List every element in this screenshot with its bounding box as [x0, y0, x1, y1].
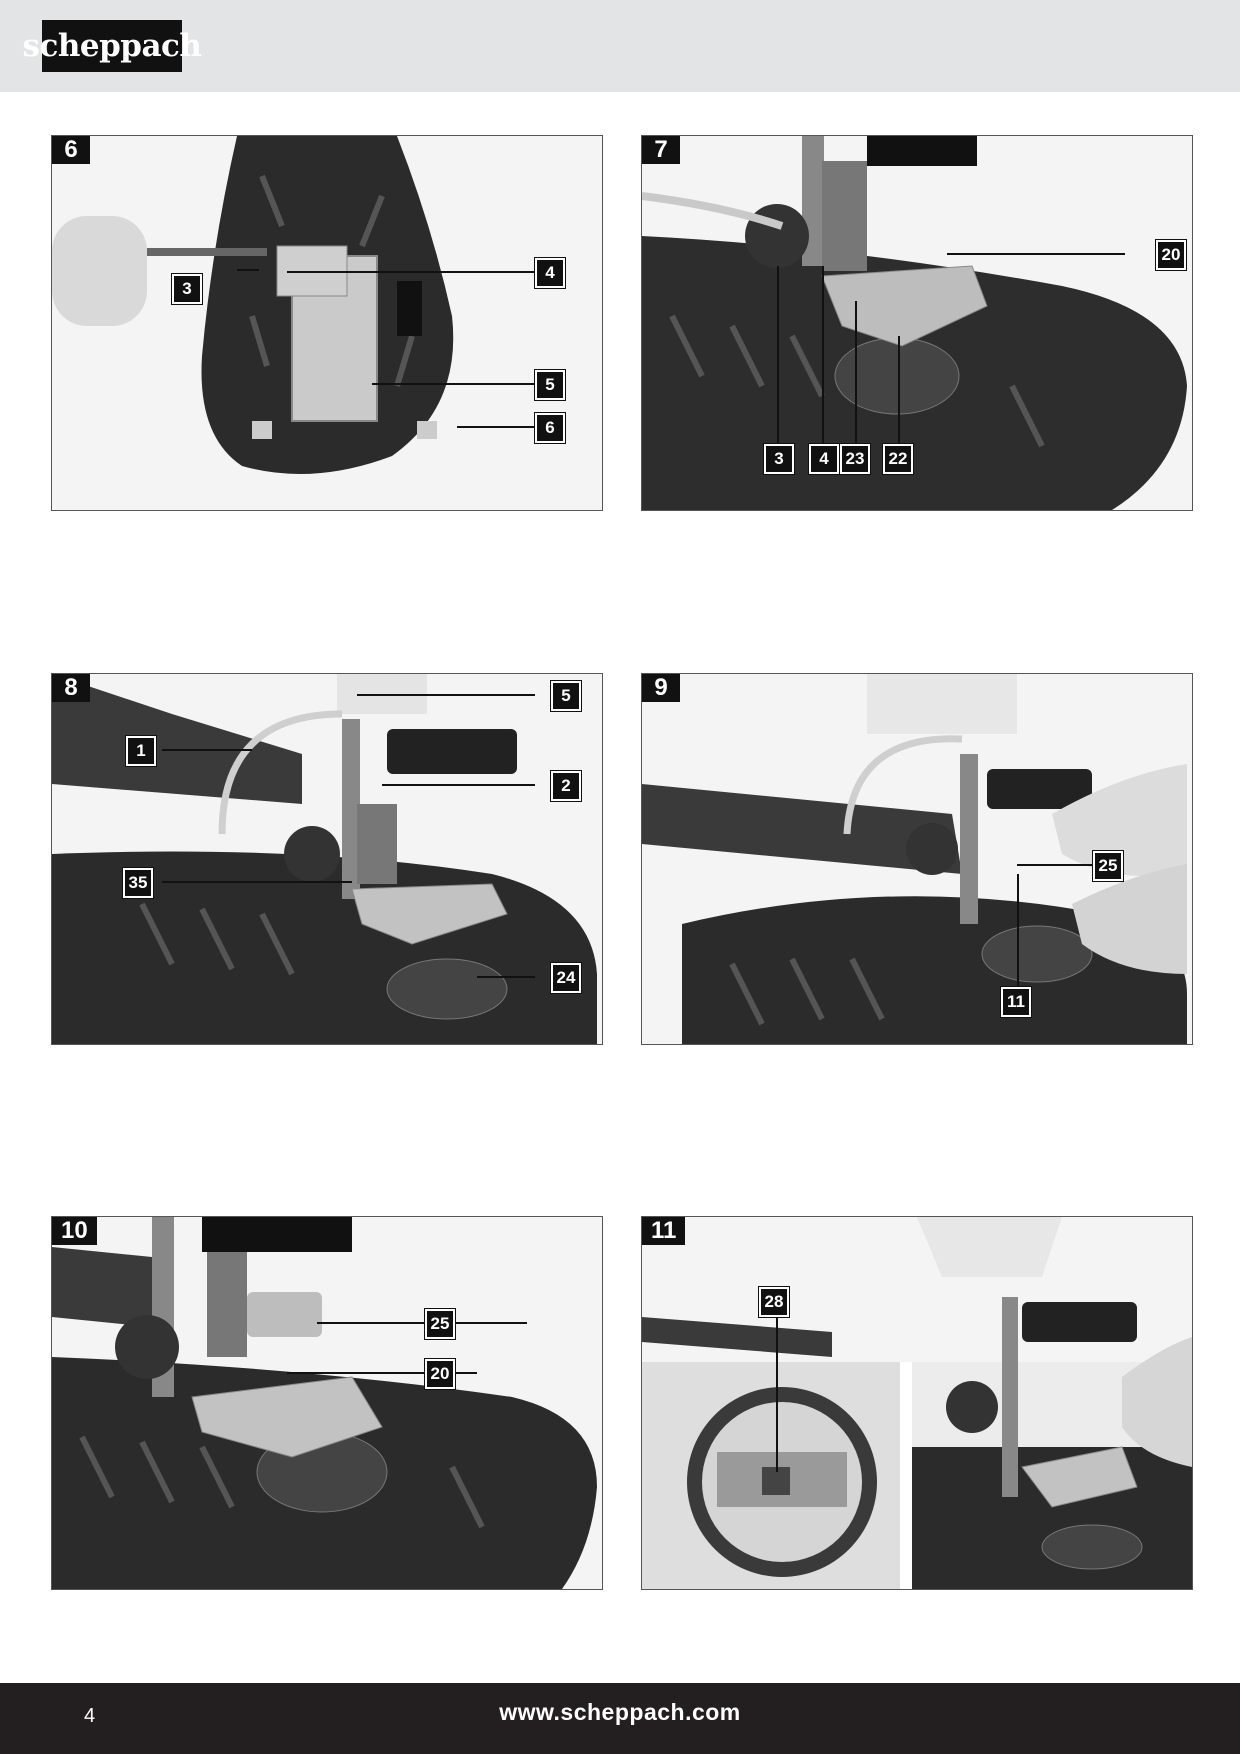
callout-label: 3 — [171, 273, 203, 305]
figure-number: 11 — [642, 1217, 686, 1245]
leader-line — [776, 1312, 778, 1472]
website-url: www.scheppach.com — [499, 1699, 741, 1725]
leader-line — [898, 336, 900, 444]
page-number: 4 — [84, 1705, 96, 1727]
figure-10: 10 25 20 — [51, 1216, 603, 1590]
leader-line — [822, 266, 824, 444]
leader-line — [162, 881, 352, 883]
figure-6-photo — [52, 136, 602, 510]
figure-number: 6 — [52, 136, 90, 164]
figure-number: 8 — [52, 674, 90, 702]
figure-8: 8 5 1 2 35 24 — [51, 673, 603, 1045]
figure-9-photo — [642, 674, 1192, 1044]
callout-label: 25 — [1092, 850, 1124, 882]
callout-label: 1 — [125, 735, 157, 767]
callout-label: 20 — [1155, 239, 1187, 271]
callout-label: 2 — [550, 770, 582, 802]
callout-label: 23 — [839, 443, 871, 475]
figure-11: 11 28 — [641, 1216, 1193, 1590]
leader-line — [855, 301, 857, 444]
callout-label: 20 — [424, 1358, 456, 1390]
callout-label: 24 — [550, 962, 582, 994]
leader-line — [287, 1372, 477, 1374]
callout-label: 3 — [763, 443, 795, 475]
leader-line — [287, 271, 535, 273]
leader-line — [457, 426, 535, 428]
leader-line — [357, 694, 535, 696]
callout-label: 4 — [534, 257, 566, 289]
leader-line — [317, 1322, 527, 1324]
callout-label: 25 — [424, 1308, 456, 1340]
figure-6: 6 3 4 5 6 — [51, 135, 603, 511]
callout-label: 4 — [808, 443, 840, 475]
callout-label: 35 — [122, 867, 154, 899]
figure-8-photo — [52, 674, 602, 1044]
callout-label: 28 — [758, 1286, 790, 1318]
figure-11-photo — [642, 1217, 1192, 1589]
figure-9: 9 25 11 — [641, 673, 1193, 1045]
leader-line — [947, 253, 1125, 255]
leader-line — [162, 749, 252, 751]
leader-line — [372, 383, 535, 385]
callout-label: 5 — [550, 680, 582, 712]
leader-line — [777, 266, 779, 444]
leader-line — [1017, 874, 1019, 994]
figure-10-photo — [52, 1217, 602, 1589]
figure-7-photo — [642, 136, 1192, 510]
page-header: scheppach — [0, 0, 1240, 92]
leader-line — [382, 784, 535, 786]
callout-label: 11 — [1000, 986, 1032, 1018]
page-footer: 4 www.scheppach.com — [0, 1683, 1240, 1754]
callout-label: 22 — [882, 443, 914, 475]
leader-line — [237, 269, 259, 271]
leader-line — [477, 976, 535, 978]
leader-line — [1017, 864, 1102, 866]
callout-label: 5 — [534, 369, 566, 401]
figure-number: 7 — [642, 136, 680, 164]
figure-7: 7 20 3 4 23 22 — [641, 135, 1193, 511]
figure-number: 9 — [642, 674, 680, 702]
brand-logo: scheppach — [23, 20, 202, 72]
callout-label: 6 — [534, 412, 566, 444]
figure-number: 10 — [52, 1217, 97, 1245]
